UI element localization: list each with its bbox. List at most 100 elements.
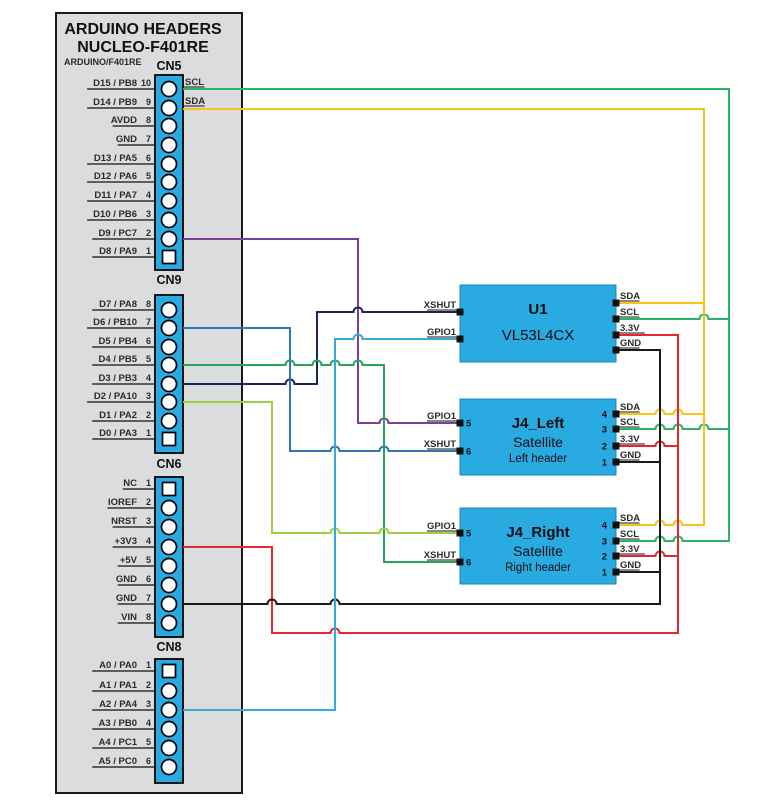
pin-CN6-5-label: +5V [120,555,138,566]
pin-CN9-3-number: 3 [146,391,151,401]
net-label-J4_Left-SDA: SDA [620,402,640,413]
pin-CN5-4-label: D11 / PA7 [94,190,137,201]
pin-CN8-6-label: A5 / PC0 [98,756,137,767]
panel-title-line1: ARDUINO HEADERS [64,21,222,38]
net-label-J4_Left-3.3V: 3.3V [620,434,640,445]
pin-CN6-5-contact [160,557,178,575]
wire-wire-d3-u1-xshut [183,306,460,385]
block-J4_Right-GPIO1-stub [456,529,464,537]
block-J4_Right-pin-4-number: 4 [602,521,608,532]
pin-CN9-1-number: 1 [146,428,151,438]
wire-wire-d9-j4left-gpio1 [183,238,460,424]
pin-CN5-3-contact [160,211,178,229]
pin-CN8-5-label: A4 / PC1 [98,737,137,748]
pin-CN5-9-contact [160,99,178,117]
pin-CN6-3-label: NRST [111,516,137,527]
pin-CN9-7-label: D6 / PB10 [93,317,137,328]
pin-CN8-5-number: 5 [146,737,151,747]
net-label-U1-GPIO1: GPIO1 [427,327,457,338]
connector-CN6-label: CN6 [156,457,181,471]
block-U1-SCL-stub [612,315,620,323]
pin-CN9-8-contact [160,301,178,319]
pin-CN5-9-number: 9 [146,97,151,107]
block-J4_Right-text-1: Satellite [513,543,563,559]
pin-CN8-6-number: 6 [146,756,151,766]
net-label-J4_Right-GND: GND [620,560,641,571]
net-label-J4_Left-XSHUT: XSHUT [424,439,456,450]
net-label-U1-XSHUT: XSHUT [424,300,456,311]
pin-CN9-8-label: D7 / PA8 [99,299,137,310]
block-J4_Right-GND-stub [612,568,620,576]
pin-CN6-6-number: 6 [146,574,151,584]
pin-CN8-3-number: 3 [146,699,151,709]
pin-CN5-7-label: GND [116,134,137,145]
net-label-J4_Right-SDA: SDA [620,513,640,524]
pin-CN8-4-label: A3 / PB0 [98,718,137,729]
pin-CN9-7-number: 7 [146,317,151,327]
pin-CN6-8-number: 8 [146,612,151,622]
block-J4_Left [459,398,617,476]
pin-CN5-7-number: 7 [146,134,151,144]
pin-CN6-8-contact [160,614,178,632]
pin-CN5-5-label: D12 / PA6 [94,171,137,182]
block-J4_Left-text-1: Satellite [513,434,563,450]
pin-CN6-6-contact [160,576,178,594]
block-J4_Right [459,507,617,585]
pin-CN5-6-number: 6 [146,153,151,163]
pin-CN8-6-contact [160,758,178,776]
pin-tag-SDA: SDA [185,96,205,107]
pin-CN5-5-contact [160,173,178,191]
pin-CN6-1-contact [161,481,177,497]
pin-CN9-7-contact [160,319,178,337]
block-J4_Right-text-2: Right header [505,562,571,574]
panel-title-line2: NUCLEO-F401RE [77,39,209,56]
net-label-J4_Right-3.3V: 3.3V [620,544,640,555]
connector-CN8-label: CN8 [156,640,181,654]
panel-subtitle: ARDUINO/F401RE [64,57,142,67]
pin-CN9-4-number: 4 [146,373,151,383]
pin-CN9-4-contact [160,375,178,393]
net-label-J4_Left-GND: GND [620,450,641,461]
pin-CN5-8-label: AVDD [111,115,137,126]
pin-CN9-2-label: D1 / PA2 [99,410,137,421]
block-U1-GND-stub [612,346,620,354]
block-J4_Left-pin-3-number: 3 [602,425,607,436]
pin-CN6-1-number: 1 [146,478,151,488]
pin-CN6-6-label: GND [116,574,137,585]
pin-CN6-7-label: GND [116,593,137,604]
pin-CN5-3-number: 3 [146,209,151,219]
block-U1-XSHUT-stub [456,308,464,316]
pin-CN6-7-number: 7 [146,593,151,603]
net-label-J4_Right-SCL: SCL [620,529,639,540]
wire-wire-a2-u1-gpio1 [183,333,460,711]
block-J4_Left-SDA-stub [612,410,620,418]
block-J4_Right-SCL-stub [612,537,620,545]
connector-CN9-label: CN9 [156,273,181,287]
block-J4_Left-GPIO1-stub [456,419,464,427]
pin-CN9-5-contact [160,356,178,374]
pin-CN6-5-number: 5 [146,555,151,565]
pin-CN8-2-contact [160,682,178,700]
pin-CN6-8-label: VIN [121,612,137,623]
pin-CN6-2-contact [160,499,178,517]
wire-net-sda [183,108,705,526]
block-J4_Right-pin-1-number: 1 [602,568,608,579]
block-J4_Left-SCL-stub [612,425,620,433]
block-J4_Left-pin-5-number: 5 [466,419,472,430]
pin-CN9-1-label: D0 / PA3 [99,428,137,439]
block-J4_Right-3.3V-stub [612,552,620,560]
block-J4_Right-XSHUT-stub [456,558,464,566]
block-U1-text-1: VL53L4CX [502,327,575,344]
block-U1-GPIO1-stub [456,335,464,343]
wire-wire-d2-j4right-gpio1 [183,401,460,534]
net-label-U1-SCL: SCL [620,307,639,318]
block-J4_Left-3.3V-stub [612,442,620,450]
block-J4_Left-pin-1-number: 1 [602,458,608,469]
pin-CN8-3-contact [160,701,178,719]
pin-CN9-1-contact [161,431,177,447]
pin-CN8-2-number: 2 [146,680,151,690]
pin-CN5-2-label: D9 / PC7 [98,228,137,239]
wire-net-3v3 [183,334,679,634]
pin-CN8-2-label: A1 / PA1 [99,680,138,691]
